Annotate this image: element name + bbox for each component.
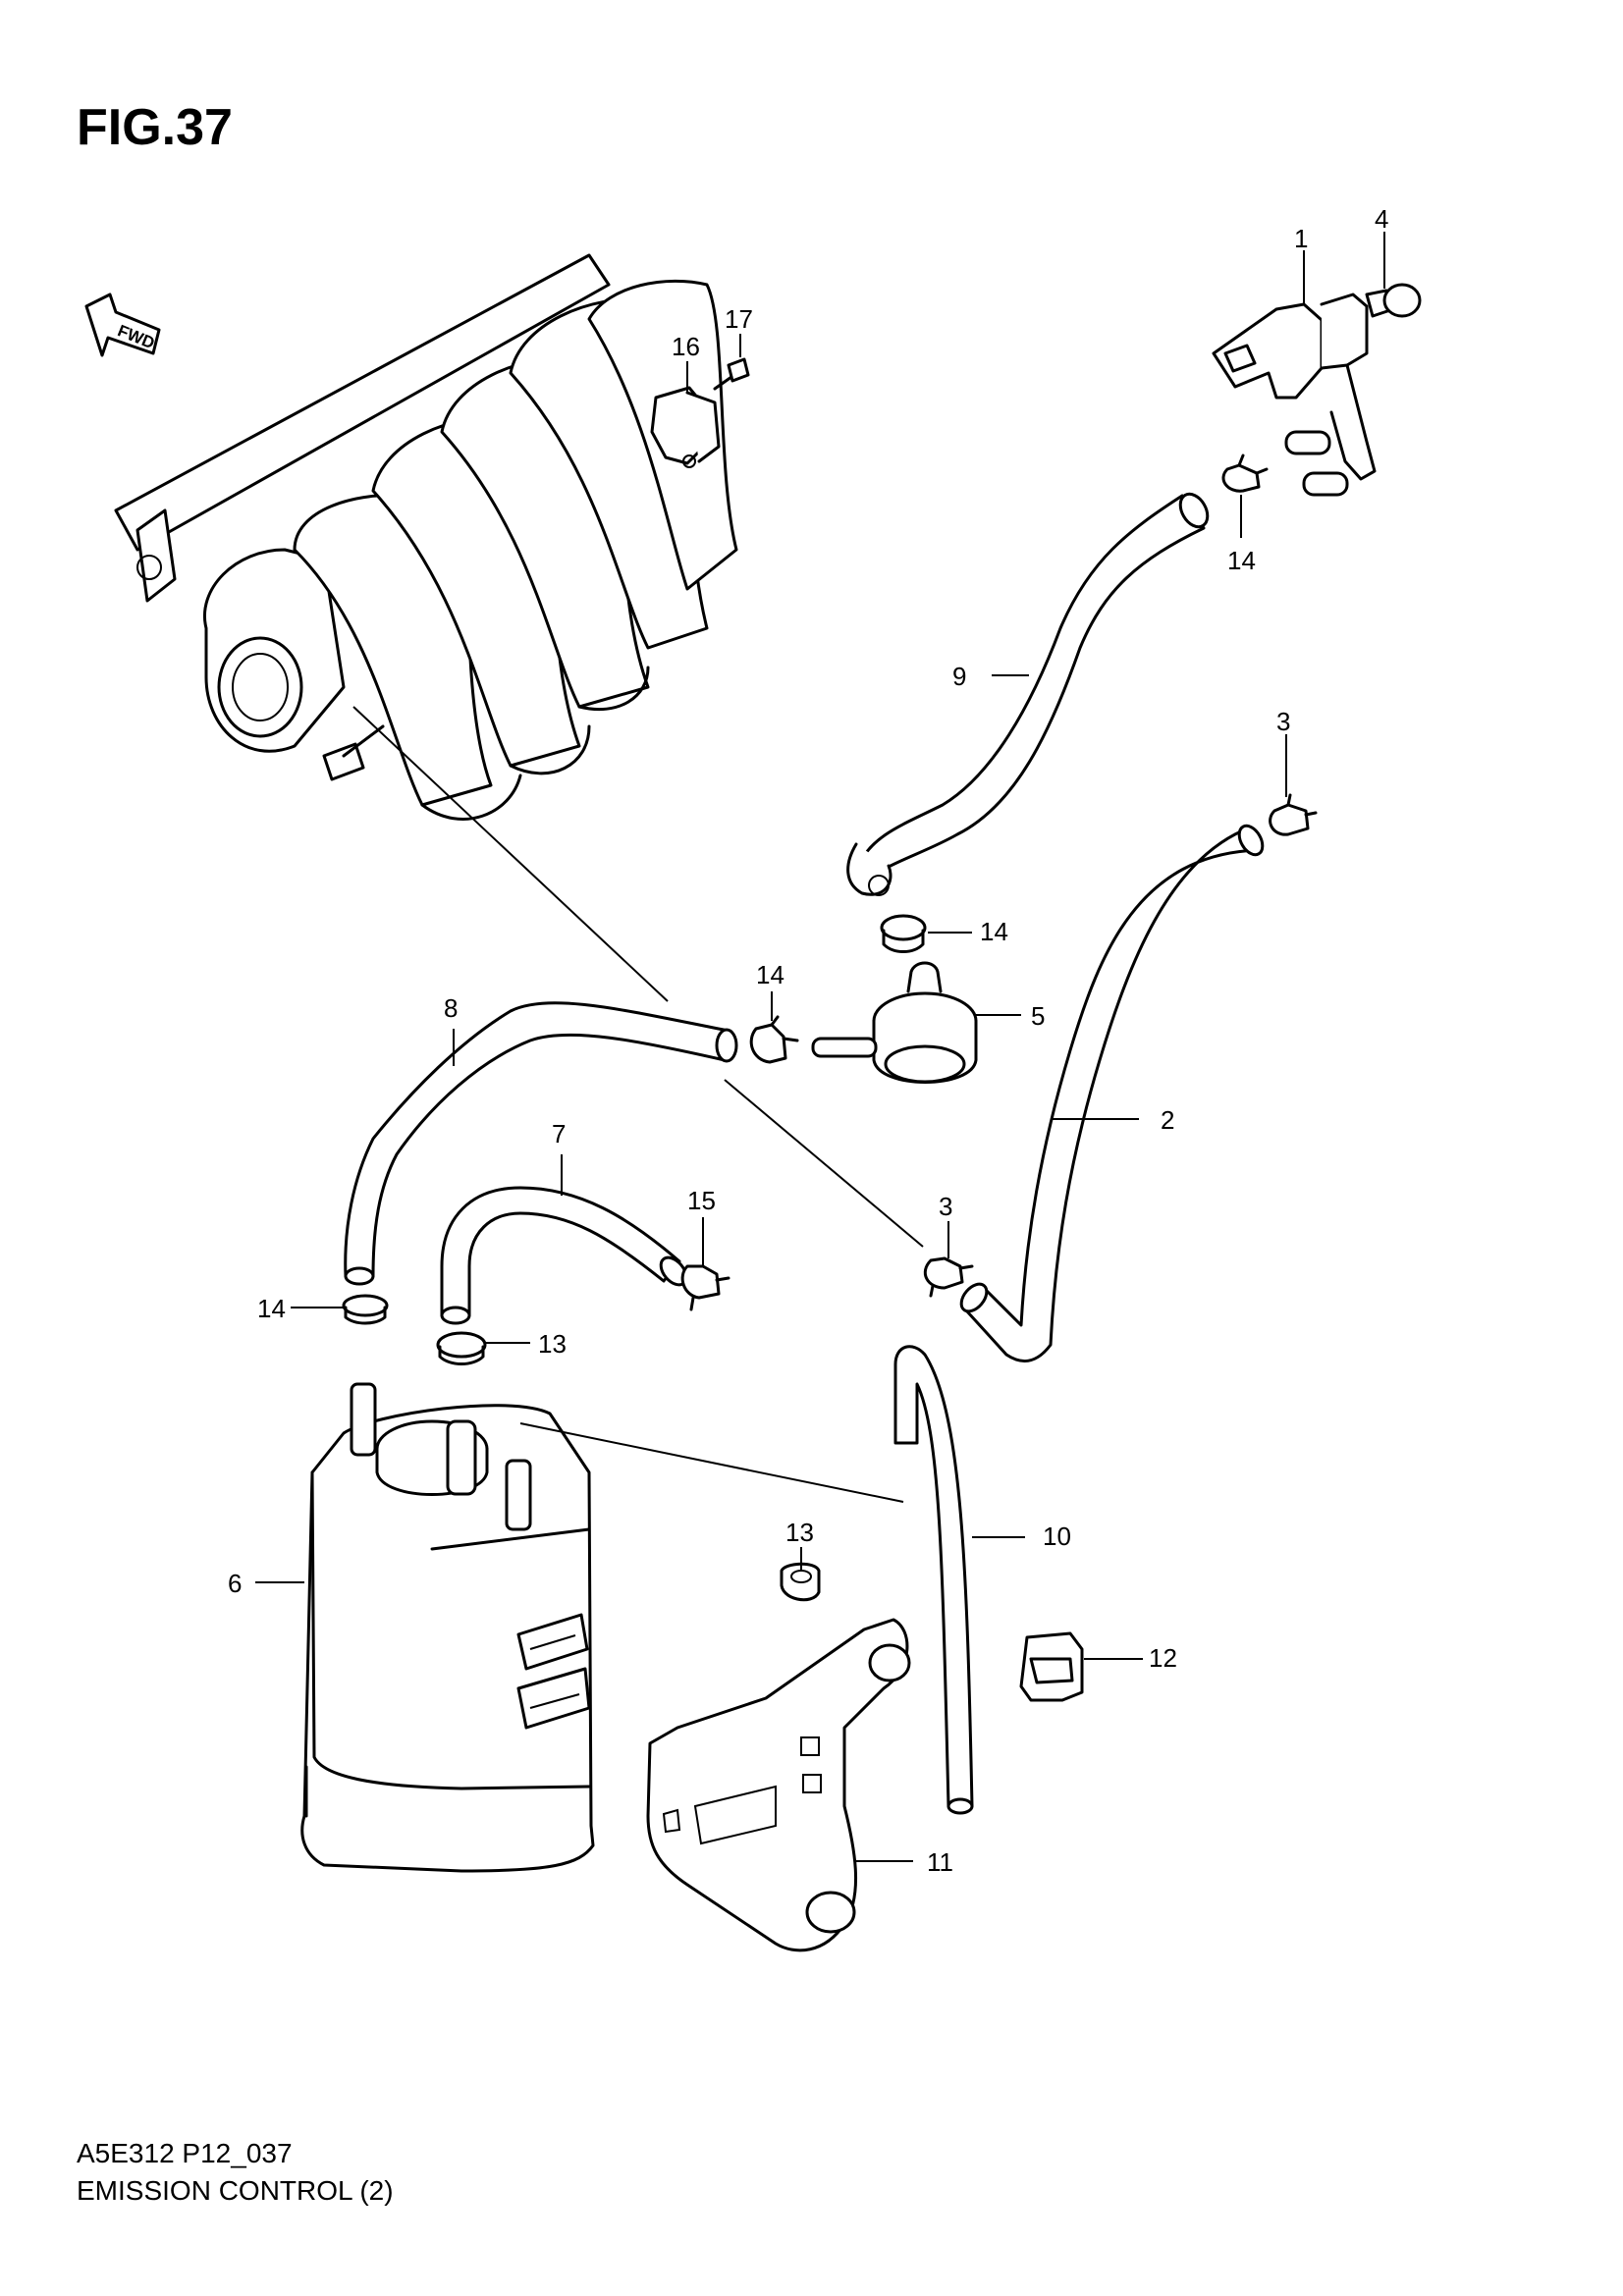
part-1-solenoid-valve (1212, 293, 1377, 497)
figure-title: FIG.37 (77, 99, 233, 156)
hose-8 (344, 1001, 738, 1286)
clamp-3-top (1269, 793, 1318, 836)
figure-code: A5E312 P12_037 (77, 2138, 293, 2168)
connection-line-canister (519, 1422, 904, 1503)
part-5-valve (811, 961, 978, 1084)
callout-15: 15 (687, 1186, 716, 1215)
hose-10 (893, 1345, 974, 1815)
callout-14-mid: 14 (980, 917, 1008, 946)
part-16-sensor (650, 386, 721, 468)
clamp-15 (680, 1264, 730, 1311)
part-4-bolt (1365, 283, 1422, 318)
callout-3-top: 3 (1276, 707, 1290, 736)
part-11-bracket (646, 1618, 911, 1952)
clamp-14-top (1221, 454, 1269, 493)
callout-11: 11 (927, 1847, 953, 1877)
callout-8: 8 (444, 993, 458, 1023)
callout-12: 12 (1149, 1643, 1177, 1673)
fwd-arrow-icon: FWD (84, 293, 161, 357)
part-6-canister (300, 1382, 595, 1873)
callout-6: 6 (228, 1569, 242, 1598)
callout-14-left: 14 (756, 960, 784, 989)
hose-2 (959, 824, 1265, 1363)
part-13-grommet (780, 1562, 821, 1602)
callout-3-mid: 3 (939, 1192, 952, 1221)
clamp-14-lower (342, 1294, 389, 1325)
connection-line-manifold (352, 706, 669, 1002)
hose-9 (846, 492, 1210, 896)
figure-name: EMISSION CONTROL (2) (77, 2175, 394, 2206)
clamp-3-mid (923, 1256, 974, 1298)
callout-14-top: 14 (1227, 546, 1256, 575)
connection-line-mid (724, 1079, 924, 1248)
part-17-screw (713, 357, 750, 391)
callout-17: 17 (725, 304, 753, 334)
clamp-14-mid (880, 914, 927, 953)
callout-10: 10 (1043, 1522, 1071, 1551)
callout-4: 4 (1375, 204, 1388, 234)
leader-lines (255, 232, 1385, 1862)
callout-13-grommet: 13 (785, 1518, 814, 1547)
intake-manifold (114, 253, 738, 821)
clamp-14-left (749, 1015, 799, 1064)
callout-16: 16 (672, 332, 700, 361)
callout-numbers: 1 4 17 16 14 9 3 14 14 5 8 2 7 15 3 14 1… (228, 204, 1388, 1877)
callout-1: 1 (1294, 224, 1308, 253)
clamp-13-top (436, 1331, 487, 1365)
callout-2: 2 (1161, 1105, 1174, 1135)
part-12-clip (1019, 1631, 1084, 1702)
hose-7 (440, 1186, 688, 1325)
callout-14-lower: 14 (257, 1294, 286, 1323)
callout-7: 7 (552, 1119, 566, 1148)
callout-5: 5 (1031, 1001, 1045, 1031)
callout-13-top: 13 (538, 1329, 567, 1359)
callout-9: 9 (952, 662, 966, 691)
